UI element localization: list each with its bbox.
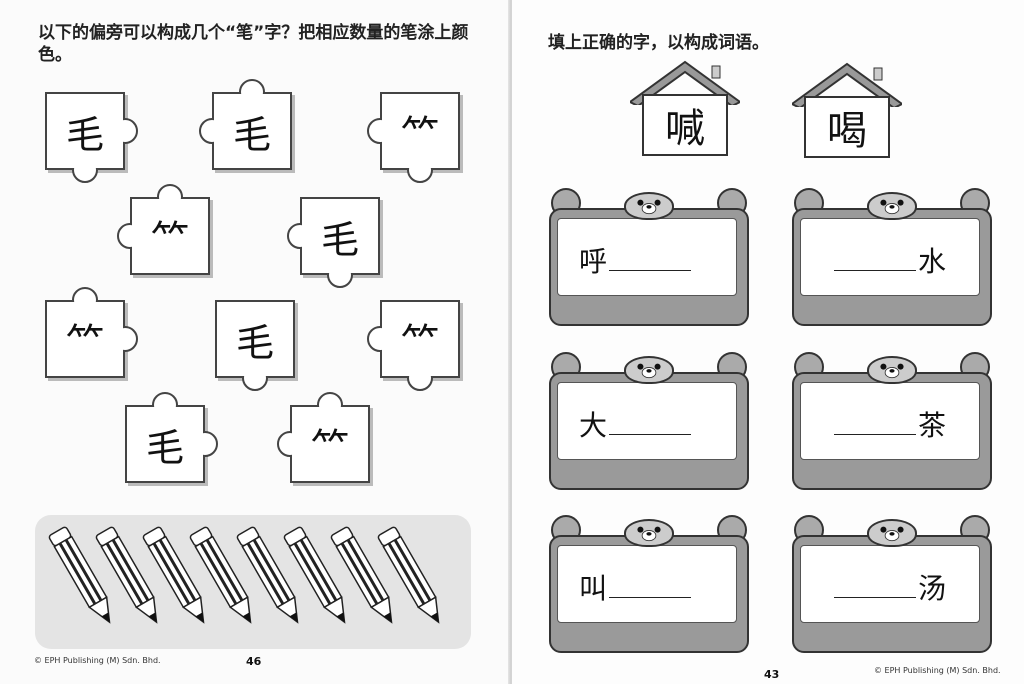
bear-card: 呼 <box>549 188 749 326</box>
piece-radical: 毛 <box>65 112 104 157</box>
pencil-icon[interactable] <box>47 525 121 631</box>
house: 喊 <box>630 60 740 160</box>
card-inner <box>800 218 980 296</box>
word-blank: 呼 <box>579 240 693 280</box>
bear-face-icon <box>867 356 917 384</box>
right-page-number: 43 <box>764 668 780 681</box>
puzzle-piece: ⺮ <box>117 184 210 275</box>
piece-radical: ⺮ <box>400 112 439 157</box>
puzzle-piece: ⺮ <box>277 392 370 483</box>
bear-card: 叫 <box>549 515 749 653</box>
word-before: 大 <box>579 409 608 442</box>
word-before: 叫 <box>579 572 608 605</box>
card-inner <box>557 218 737 296</box>
left-page: 以下的偏旁可以构成几个“笔”字？把相应数量的笔涂上颜色。 毛毛⺮⺮毛⺮毛⺮毛⺮ … <box>0 0 510 684</box>
puzzle-piece: ⺮ <box>45 287 138 378</box>
right-copyright: © EPH Publishing (M) Sdn. Bhd. <box>874 666 1001 675</box>
piece-radical: ⺮ <box>310 425 349 470</box>
puzzle-piece: 毛 <box>199 79 292 170</box>
puzzle-piece: 毛 <box>287 197 380 288</box>
pencil-icon[interactable] <box>329 525 403 631</box>
piece-radical: 毛 <box>145 425 184 470</box>
piece-radical: ⺮ <box>150 217 189 262</box>
word-blank: 水 <box>832 240 946 280</box>
bear-face-icon <box>867 192 917 220</box>
roof-icon <box>792 62 902 107</box>
book-spine <box>508 0 514 684</box>
right-page: 填上正确的字，以构成词语。 喊 喝 呼 水大 茶叫 汤 43 © EPH Publish… <box>512 0 1024 684</box>
fill-blank[interactable] <box>834 251 916 271</box>
pencil-box <box>35 515 471 649</box>
pencil-icon[interactable] <box>376 525 450 631</box>
puzzle-piece: 毛 <box>45 92 138 183</box>
bear-card: 水 <box>792 188 992 326</box>
pencil-icon[interactable] <box>141 525 215 631</box>
word-before: 呼 <box>579 245 608 278</box>
word-blank: 茶 <box>832 404 946 444</box>
left-copyright: © EPH Publishing (M) Sdn. Bhd. <box>34 656 161 665</box>
fill-blank[interactable] <box>609 578 692 598</box>
word-blank: 大 <box>579 404 693 444</box>
fill-blank[interactable] <box>834 415 916 435</box>
left-page-number: 46 <box>246 655 262 668</box>
piece-radical: 毛 <box>320 217 359 262</box>
house-character: 喊 <box>642 94 728 156</box>
roof-icon <box>630 60 740 105</box>
house: 喝 <box>792 62 902 162</box>
bear-card: 大 <box>549 352 749 490</box>
word-blank: 汤 <box>832 567 946 607</box>
piece-radical: 毛 <box>232 112 271 157</box>
word-after: 茶 <box>918 409 947 442</box>
right-instruction: 填上正确的字，以构成词语。 <box>548 33 769 53</box>
word-after: 水 <box>918 245 947 278</box>
puzzle-piece: 毛 <box>125 392 218 483</box>
piece-radical: 毛 <box>235 320 274 365</box>
piece-radical: ⺮ <box>400 320 439 365</box>
piece-radical: ⺮ <box>65 320 104 365</box>
fill-blank[interactable] <box>834 578 916 598</box>
puzzle-piece: 毛 <box>215 300 295 391</box>
word-blank: 叫 <box>579 567 693 607</box>
pencil-icon[interactable] <box>94 525 168 631</box>
left-instruction: 以下的偏旁可以构成几个“笔”字？把相应数量的笔涂上颜色。 <box>38 23 469 65</box>
puzzle-piece: ⺮ <box>367 92 460 183</box>
pencil-icon[interactable] <box>188 525 262 631</box>
bear-card: 茶 <box>792 352 992 490</box>
word-after: 汤 <box>918 572 947 605</box>
bear-face-icon <box>624 519 674 547</box>
bear-face-icon <box>867 519 917 547</box>
pencil-icon[interactable] <box>282 525 356 631</box>
fill-blank[interactable] <box>609 251 692 271</box>
card-inner <box>800 545 980 623</box>
puzzle-piece: ⺮ <box>367 300 460 391</box>
bear-face-icon <box>624 356 674 384</box>
pencil-icon[interactable] <box>235 525 309 631</box>
house-character: 喝 <box>804 96 890 158</box>
fill-blank[interactable] <box>609 415 692 435</box>
bear-card: 汤 <box>792 515 992 653</box>
bear-face-icon <box>624 192 674 220</box>
